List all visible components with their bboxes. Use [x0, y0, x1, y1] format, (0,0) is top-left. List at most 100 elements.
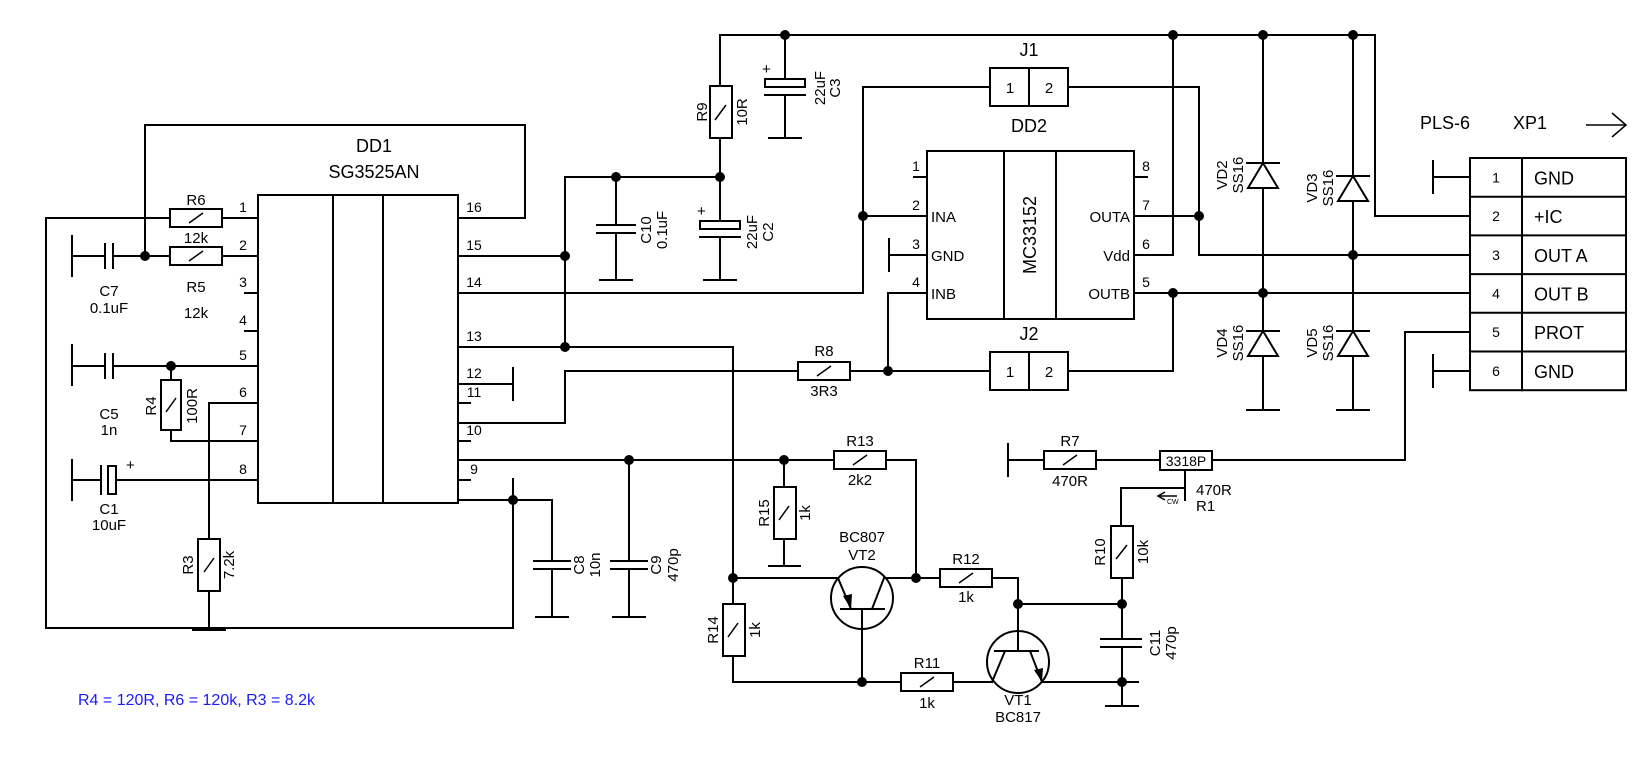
vd4-value: SS16 — [1230, 325, 1247, 362]
dd1-pin-label: 15 — [466, 237, 482, 253]
c7-ref: C7 — [99, 283, 118, 300]
resistor-r15 — [773, 486, 797, 540]
r12-ref: R12 — [952, 551, 980, 568]
dd2-pin-num: 1 — [912, 158, 920, 174]
dd1-pin-label: 8 — [239, 461, 247, 477]
c7-value: 0.1uF — [90, 300, 128, 317]
vt1-ref: VT1 — [1004, 692, 1032, 709]
dd1-pin-label: 3 — [239, 274, 247, 290]
dd2-pin-name: GND — [931, 248, 965, 265]
c2-value: 22uF — [744, 215, 761, 249]
xp1-part: PLS-6 — [1420, 113, 1470, 133]
r9-value: 10R — [734, 98, 751, 126]
dd2-ref: DD2 — [1011, 116, 1047, 136]
c8-ref: C8 — [571, 555, 588, 574]
r11-ref: R11 — [914, 655, 940, 672]
dd2-pin-num: 3 — [912, 236, 920, 252]
j2-pin1: 1 — [1006, 364, 1014, 381]
cap-c3-plate — [764, 78, 806, 88]
r8-ref: R8 — [814, 343, 833, 360]
r4-value: 100R — [184, 388, 201, 424]
xp1-ref: XP1 — [1513, 113, 1547, 133]
dd1-pin-label: 13 — [466, 328, 482, 344]
r8-value: 3R3 — [810, 383, 838, 400]
vt2-ref: VT2 — [848, 547, 876, 564]
dd1-pin-label: 4 — [239, 312, 247, 328]
xp1-pin-name: OUT A — [1534, 246, 1588, 266]
xp1-pin-number: 3 — [1492, 247, 1500, 263]
dd2-pin-num: 7 — [1142, 197, 1150, 213]
vd5-ref: VD5 — [1304, 328, 1321, 357]
r7-value: 470R — [1052, 473, 1088, 490]
r1-part: 3318P — [1166, 453, 1206, 469]
xp1-pin-name: GND — [1534, 362, 1574, 382]
c10-ref: C10 — [638, 216, 655, 244]
vd2-value: SS16 — [1230, 157, 1247, 194]
r1-ref: R1 — [1196, 498, 1215, 515]
dd1-pin-label: 10 — [466, 422, 482, 438]
xp1-pin-number: 1 — [1492, 169, 1500, 185]
c2-plus: + — [697, 203, 706, 220]
r4-ref: R4 — [143, 396, 160, 415]
dd1-pin-label: 14 — [466, 274, 482, 290]
dd2-part: MC33152 — [1020, 196, 1040, 274]
c3-plus: + — [762, 61, 771, 78]
c9-ref: C9 — [648, 555, 665, 574]
dd2-pin-name: OUTA — [1089, 209, 1130, 226]
r5-value: 12k — [184, 305, 209, 322]
dd1-pin-label: 9 — [470, 461, 478, 477]
arrow-right-icon — [1586, 112, 1628, 138]
c8-value: 10n — [587, 552, 604, 577]
r10-ref: R10 — [1092, 538, 1109, 566]
jumper-j1: J1 1 2 — [989, 40, 1069, 107]
r15-ref: R15 — [756, 499, 773, 527]
c1-plus: + — [126, 457, 135, 474]
r7-ref: R7 — [1060, 433, 1079, 450]
xp1-pin-name: +IC — [1534, 207, 1563, 227]
xp1-pin-name: OUT B — [1534, 284, 1589, 304]
transistor-vt2: BC807 VT2 — [830, 529, 894, 681]
dd2-pin-num: 4 — [912, 274, 920, 290]
jumper-j2: J2 1 2 — [989, 324, 1069, 391]
cw-arrow-icon: CW — [1156, 491, 1179, 506]
dd1-pin-label: 12 — [466, 365, 482, 381]
c1-ref: C1 — [99, 501, 118, 518]
resistor-change-note: R4 = 120R, R6 = 120k, R3 = 8.2k — [78, 692, 316, 709]
vt2-part: BC807 — [839, 529, 885, 546]
vt1-part: BC817 — [995, 709, 1041, 726]
c2-ref: C2 — [760, 222, 777, 241]
resistor-r14 — [722, 603, 746, 657]
r9-ref: R9 — [694, 102, 711, 121]
c3-ref: C3 — [827, 78, 844, 97]
r6-value: 12k — [184, 230, 209, 247]
c9-value: 470p — [665, 548, 682, 581]
dd1-ref: DD1 — [356, 136, 392, 156]
c5-ref: C5 — [99, 406, 118, 423]
dd1-pin-label: 16 — [466, 199, 482, 215]
c11-ref: C11 — [1147, 630, 1164, 656]
vd2-ref: VD2 — [1214, 160, 1231, 189]
r12-value: 1k — [958, 589, 974, 606]
r11-value: 1k — [919, 695, 935, 712]
j2-pin2: 2 — [1045, 364, 1053, 381]
xp1-pin-number: 5 — [1492, 324, 1500, 340]
r6-ref: R6 — [186, 192, 205, 209]
dd1-body — [257, 194, 459, 504]
vd4-ref: VD4 — [1214, 328, 1231, 357]
dd1-pin-label: 1 — [239, 199, 247, 215]
dd2-pin-num: 2 — [912, 197, 920, 213]
vd3-value: SS16 — [1320, 170, 1337, 207]
c3-value: 22uF — [812, 71, 829, 105]
j1-ref: J1 — [1019, 40, 1038, 60]
dd1-pin-label: 6 — [239, 384, 247, 400]
